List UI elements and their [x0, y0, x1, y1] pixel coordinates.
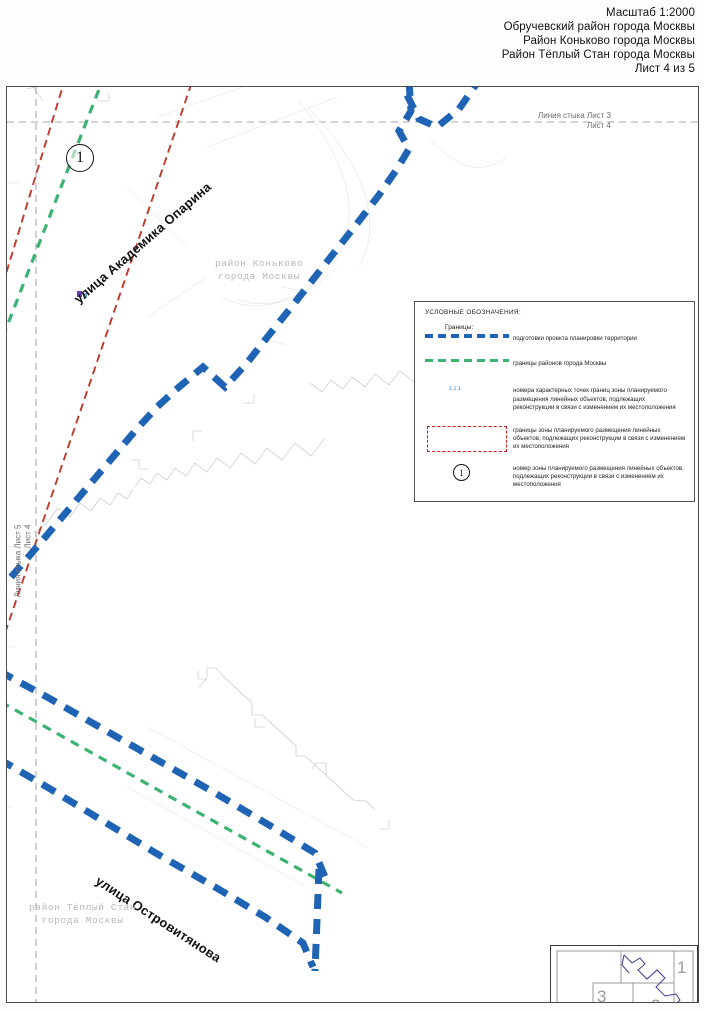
scale-label: Масштаб 1:2000: [606, 7, 695, 19]
legend-item-ppt-boundary-text: подготовки проекта планировки территории: [513, 335, 637, 342]
legend-item-ppt-boundary: подготовки проекта планировки территории: [423, 334, 686, 343]
zone-number-marker-1: 1: [66, 144, 94, 172]
legend-item-zone-number-text: номер зоны планируемого размещения линей…: [513, 465, 684, 489]
point-number-marker-label: 121: [449, 386, 463, 393]
dashed-blue-line-icon: [423, 334, 513, 338]
reconstruction-zone-red: [7, 87, 192, 631]
legend-item-district-boundary-text: границы районов города Москвы: [513, 360, 607, 368]
keymap-label-3: 3: [597, 987, 606, 1003]
legend-item-zone-number: 1 номер зоны планируемого размещения лин…: [423, 464, 686, 490]
legend-box: УСЛОВНЫЕ ОБОЗНАЧЕНИЯ: Границы: подготовк…: [414, 301, 695, 502]
district-boundary-green: [7, 87, 343, 895]
map-frame: .cad { fill:none; stroke:#b9b9b9; stroke…: [6, 86, 699, 1003]
legend-item-point-numbers-text: номера характерных точек границ зоны пла…: [513, 387, 676, 411]
district-line-3: Район Тёплый Стан города Москвы: [501, 49, 695, 61]
characteristic-point-marker: [77, 291, 87, 298]
planning-boundary-blue: [7, 87, 479, 972]
title-block: Масштаб 1:2000 Обручевский район города …: [502, 6, 695, 76]
keymap-tile-2: [632, 982, 675, 1002]
point-number-marker-icon: 121: [423, 386, 513, 392]
circled-number-icon: 1: [423, 464, 513, 482]
keymap-tile-3: [592, 982, 634, 1002]
map-canvas: .cad { fill:none; stroke:#b9b9b9; stroke…: [7, 87, 698, 1002]
legend-subtitle: Границы:: [445, 324, 474, 331]
sheet-number-label: Лист 4 из 5: [634, 63, 695, 75]
district-line-2: Район Коньково города Москвы: [523, 35, 695, 47]
circled-number-label: 1: [453, 464, 470, 482]
key-index-map: 1 2 3 4 5: [550, 945, 698, 1003]
legend-item-reconstruction-zone-text: границы зоны планируемого размещения лин…: [513, 427, 686, 451]
key-index-map-canvas: 1 2 3 4 5: [556, 950, 694, 1003]
district-line-1: Обручевский район города Москвы: [503, 21, 695, 33]
legend-item-point-numbers: 121 номера характерных точек границ зоны…: [423, 386, 686, 412]
keymap-label-2: 2: [651, 996, 660, 1003]
legend-item-reconstruction-zone: границы зоны планируемого размещения лин…: [423, 426, 686, 453]
legend-title: УСЛОВНЫЕ ОБОЗНАЧЕНИЯ:: [425, 309, 521, 316]
keymap-label-1: 1: [677, 958, 686, 977]
sheet-join-guides: [7, 87, 698, 1002]
dashed-red-rectangle-icon: [423, 426, 513, 453]
legend-item-district-boundary: границы районов города Москвы: [423, 359, 686, 368]
dashed-green-line-icon: [423, 359, 513, 363]
